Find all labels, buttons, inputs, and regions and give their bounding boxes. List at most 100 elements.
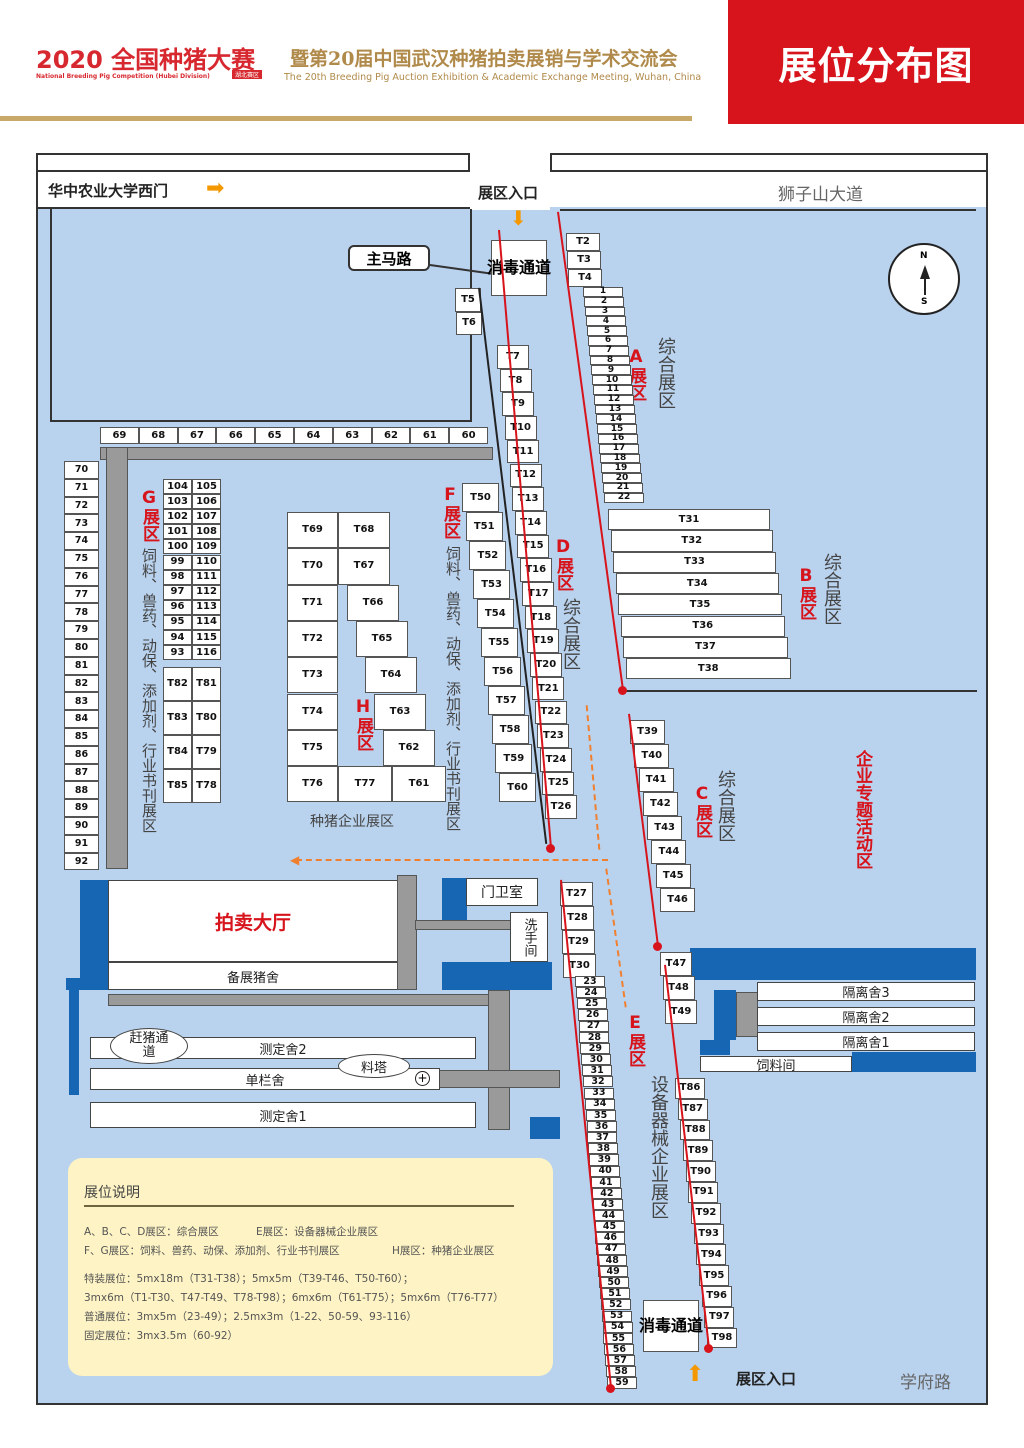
booth-t21[interactable]: T21 bbox=[532, 676, 565, 701]
booth-17[interactable]: 17 bbox=[599, 444, 639, 454]
booth-t20[interactable]: T20 bbox=[529, 653, 562, 677]
booth-t74[interactable]: T74 bbox=[287, 693, 338, 730]
booth-t84[interactable]: T84 bbox=[163, 735, 192, 769]
booth-41[interactable]: 41 bbox=[591, 1176, 621, 1188]
booth-21[interactable]: 21 bbox=[603, 483, 643, 493]
booth-11[interactable]: 11 bbox=[593, 385, 633, 395]
booth-t92[interactable]: T92 bbox=[691, 1202, 721, 1224]
booth-9[interactable]: 9 bbox=[591, 365, 631, 376]
booth-t69[interactable]: T69 bbox=[287, 512, 338, 549]
booth-38[interactable]: 38 bbox=[588, 1143, 619, 1155]
booth-25[interactable]: 25 bbox=[576, 998, 607, 1010]
booth-34[interactable]: 34 bbox=[584, 1098, 615, 1110]
booth-t51[interactable]: T51 bbox=[465, 512, 503, 541]
booth-112[interactable]: 112 bbox=[192, 584, 221, 600]
booth-t31[interactable]: T31 bbox=[608, 509, 770, 531]
booth-t85[interactable]: T85 bbox=[163, 769, 192, 803]
booth-t80[interactable]: T80 bbox=[192, 701, 221, 735]
booth-47[interactable]: 47 bbox=[596, 1243, 627, 1255]
booth-t81[interactable]: T81 bbox=[192, 667, 221, 701]
booth-65[interactable]: 65 bbox=[255, 427, 294, 444]
booth-t96[interactable]: T96 bbox=[701, 1286, 732, 1307]
booth-t67[interactable]: T67 bbox=[338, 548, 390, 585]
booth-111[interactable]: 111 bbox=[192, 569, 221, 585]
booth-t22[interactable]: T22 bbox=[534, 700, 567, 725]
booth-t72[interactable]: T72 bbox=[287, 620, 338, 658]
booth-1[interactable]: 1 bbox=[583, 287, 623, 297]
booth-t11[interactable]: T11 bbox=[507, 439, 540, 464]
booth-80[interactable]: 80 bbox=[64, 639, 99, 657]
booth-t36[interactable]: T36 bbox=[620, 615, 785, 637]
booth-t93[interactable]: T93 bbox=[693, 1223, 724, 1245]
booth-19[interactable]: 19 bbox=[601, 463, 641, 474]
booth-t16[interactable]: T16 bbox=[519, 558, 552, 582]
booth-43[interactable]: 43 bbox=[592, 1199, 623, 1211]
booth-13[interactable]: 13 bbox=[595, 405, 635, 415]
booth-46[interactable]: 46 bbox=[595, 1232, 626, 1244]
booth-t40[interactable]: T40 bbox=[634, 744, 670, 768]
booth-t88[interactable]: T88 bbox=[680, 1119, 711, 1141]
booth-70[interactable]: 70 bbox=[64, 461, 99, 479]
booth-45[interactable]: 45 bbox=[594, 1221, 625, 1233]
booth-t82[interactable]: T82 bbox=[163, 667, 192, 701]
booth-42[interactable]: 42 bbox=[591, 1187, 622, 1199]
booth-t3[interactable]: T3 bbox=[567, 251, 601, 269]
booth-99[interactable]: 99 bbox=[163, 554, 192, 570]
booth-98[interactable]: 98 bbox=[163, 569, 192, 585]
booth-t23[interactable]: T23 bbox=[537, 724, 570, 748]
booth-78[interactable]: 78 bbox=[64, 603, 99, 622]
booth-t43[interactable]: T43 bbox=[647, 816, 683, 840]
booth-t46[interactable]: T46 bbox=[660, 888, 695, 912]
booth-63[interactable]: 63 bbox=[332, 427, 372, 444]
booth-t94[interactable]: T94 bbox=[696, 1244, 727, 1266]
booth-12[interactable]: 12 bbox=[594, 395, 634, 405]
booth-77[interactable]: 77 bbox=[64, 585, 99, 604]
booth-37[interactable]: 37 bbox=[587, 1132, 618, 1144]
booth-t42[interactable]: T42 bbox=[642, 792, 678, 816]
booth-t39[interactable]: T39 bbox=[630, 720, 665, 744]
booth-t90[interactable]: T90 bbox=[685, 1161, 716, 1182]
booth-t33[interactable]: T33 bbox=[613, 551, 776, 573]
booth-t37[interactable]: T37 bbox=[623, 636, 788, 659]
booth-49[interactable]: 49 bbox=[598, 1265, 629, 1278]
booth-22[interactable]: 22 bbox=[604, 493, 644, 503]
booth-t70[interactable]: T70 bbox=[287, 548, 338, 585]
booth-23[interactable]: 23 bbox=[575, 976, 605, 988]
booth-28[interactable]: 28 bbox=[579, 1031, 610, 1043]
booth-t8[interactable]: T8 bbox=[499, 368, 532, 393]
booth-t62[interactable]: T62 bbox=[383, 729, 435, 767]
booth-2[interactable]: 2 bbox=[584, 297, 624, 307]
booth-69[interactable]: 69 bbox=[100, 427, 139, 444]
booth-66[interactable]: 66 bbox=[216, 427, 256, 444]
booth-36[interactable]: 36 bbox=[586, 1120, 617, 1133]
booth-60[interactable]: 60 bbox=[449, 427, 488, 444]
booth-74[interactable]: 74 bbox=[64, 532, 99, 550]
booth-t15[interactable]: T15 bbox=[517, 534, 550, 559]
booth-56[interactable]: 56 bbox=[604, 1343, 635, 1356]
booth-52[interactable]: 52 bbox=[600, 1299, 631, 1311]
booth-29[interactable]: 29 bbox=[580, 1042, 611, 1055]
booth-95[interactable]: 95 bbox=[163, 614, 192, 630]
booth-t41[interactable]: T41 bbox=[638, 768, 674, 792]
booth-101[interactable]: 101 bbox=[163, 524, 192, 540]
booth-t50[interactable]: T50 bbox=[462, 483, 499, 512]
booth-t9[interactable]: T9 bbox=[502, 392, 535, 417]
booth-94[interactable]: 94 bbox=[163, 630, 192, 646]
booth-t64[interactable]: T64 bbox=[365, 657, 417, 694]
booth-t13[interactable]: T13 bbox=[512, 487, 545, 511]
booth-54[interactable]: 54 bbox=[602, 1321, 633, 1333]
booth-108[interactable]: 108 bbox=[192, 524, 221, 540]
booth-t83[interactable]: T83 bbox=[163, 701, 192, 735]
booth-t91[interactable]: T91 bbox=[688, 1182, 719, 1203]
booth-40[interactable]: 40 bbox=[590, 1165, 621, 1177]
booth-105[interactable]: 105 bbox=[192, 479, 221, 495]
booth-t97[interactable]: T97 bbox=[704, 1306, 735, 1328]
booth-t86[interactable]: T86 bbox=[675, 1078, 705, 1099]
booth-59[interactable]: 59 bbox=[607, 1377, 637, 1389]
booth-t12[interactable]: T12 bbox=[509, 463, 542, 488]
booth-t77[interactable]: T77 bbox=[338, 766, 392, 802]
booth-t52[interactable]: T52 bbox=[469, 541, 507, 570]
booth-t75[interactable]: T75 bbox=[287, 729, 338, 767]
booth-93[interactable]: 93 bbox=[163, 645, 192, 661]
booth-14[interactable]: 14 bbox=[596, 414, 636, 425]
